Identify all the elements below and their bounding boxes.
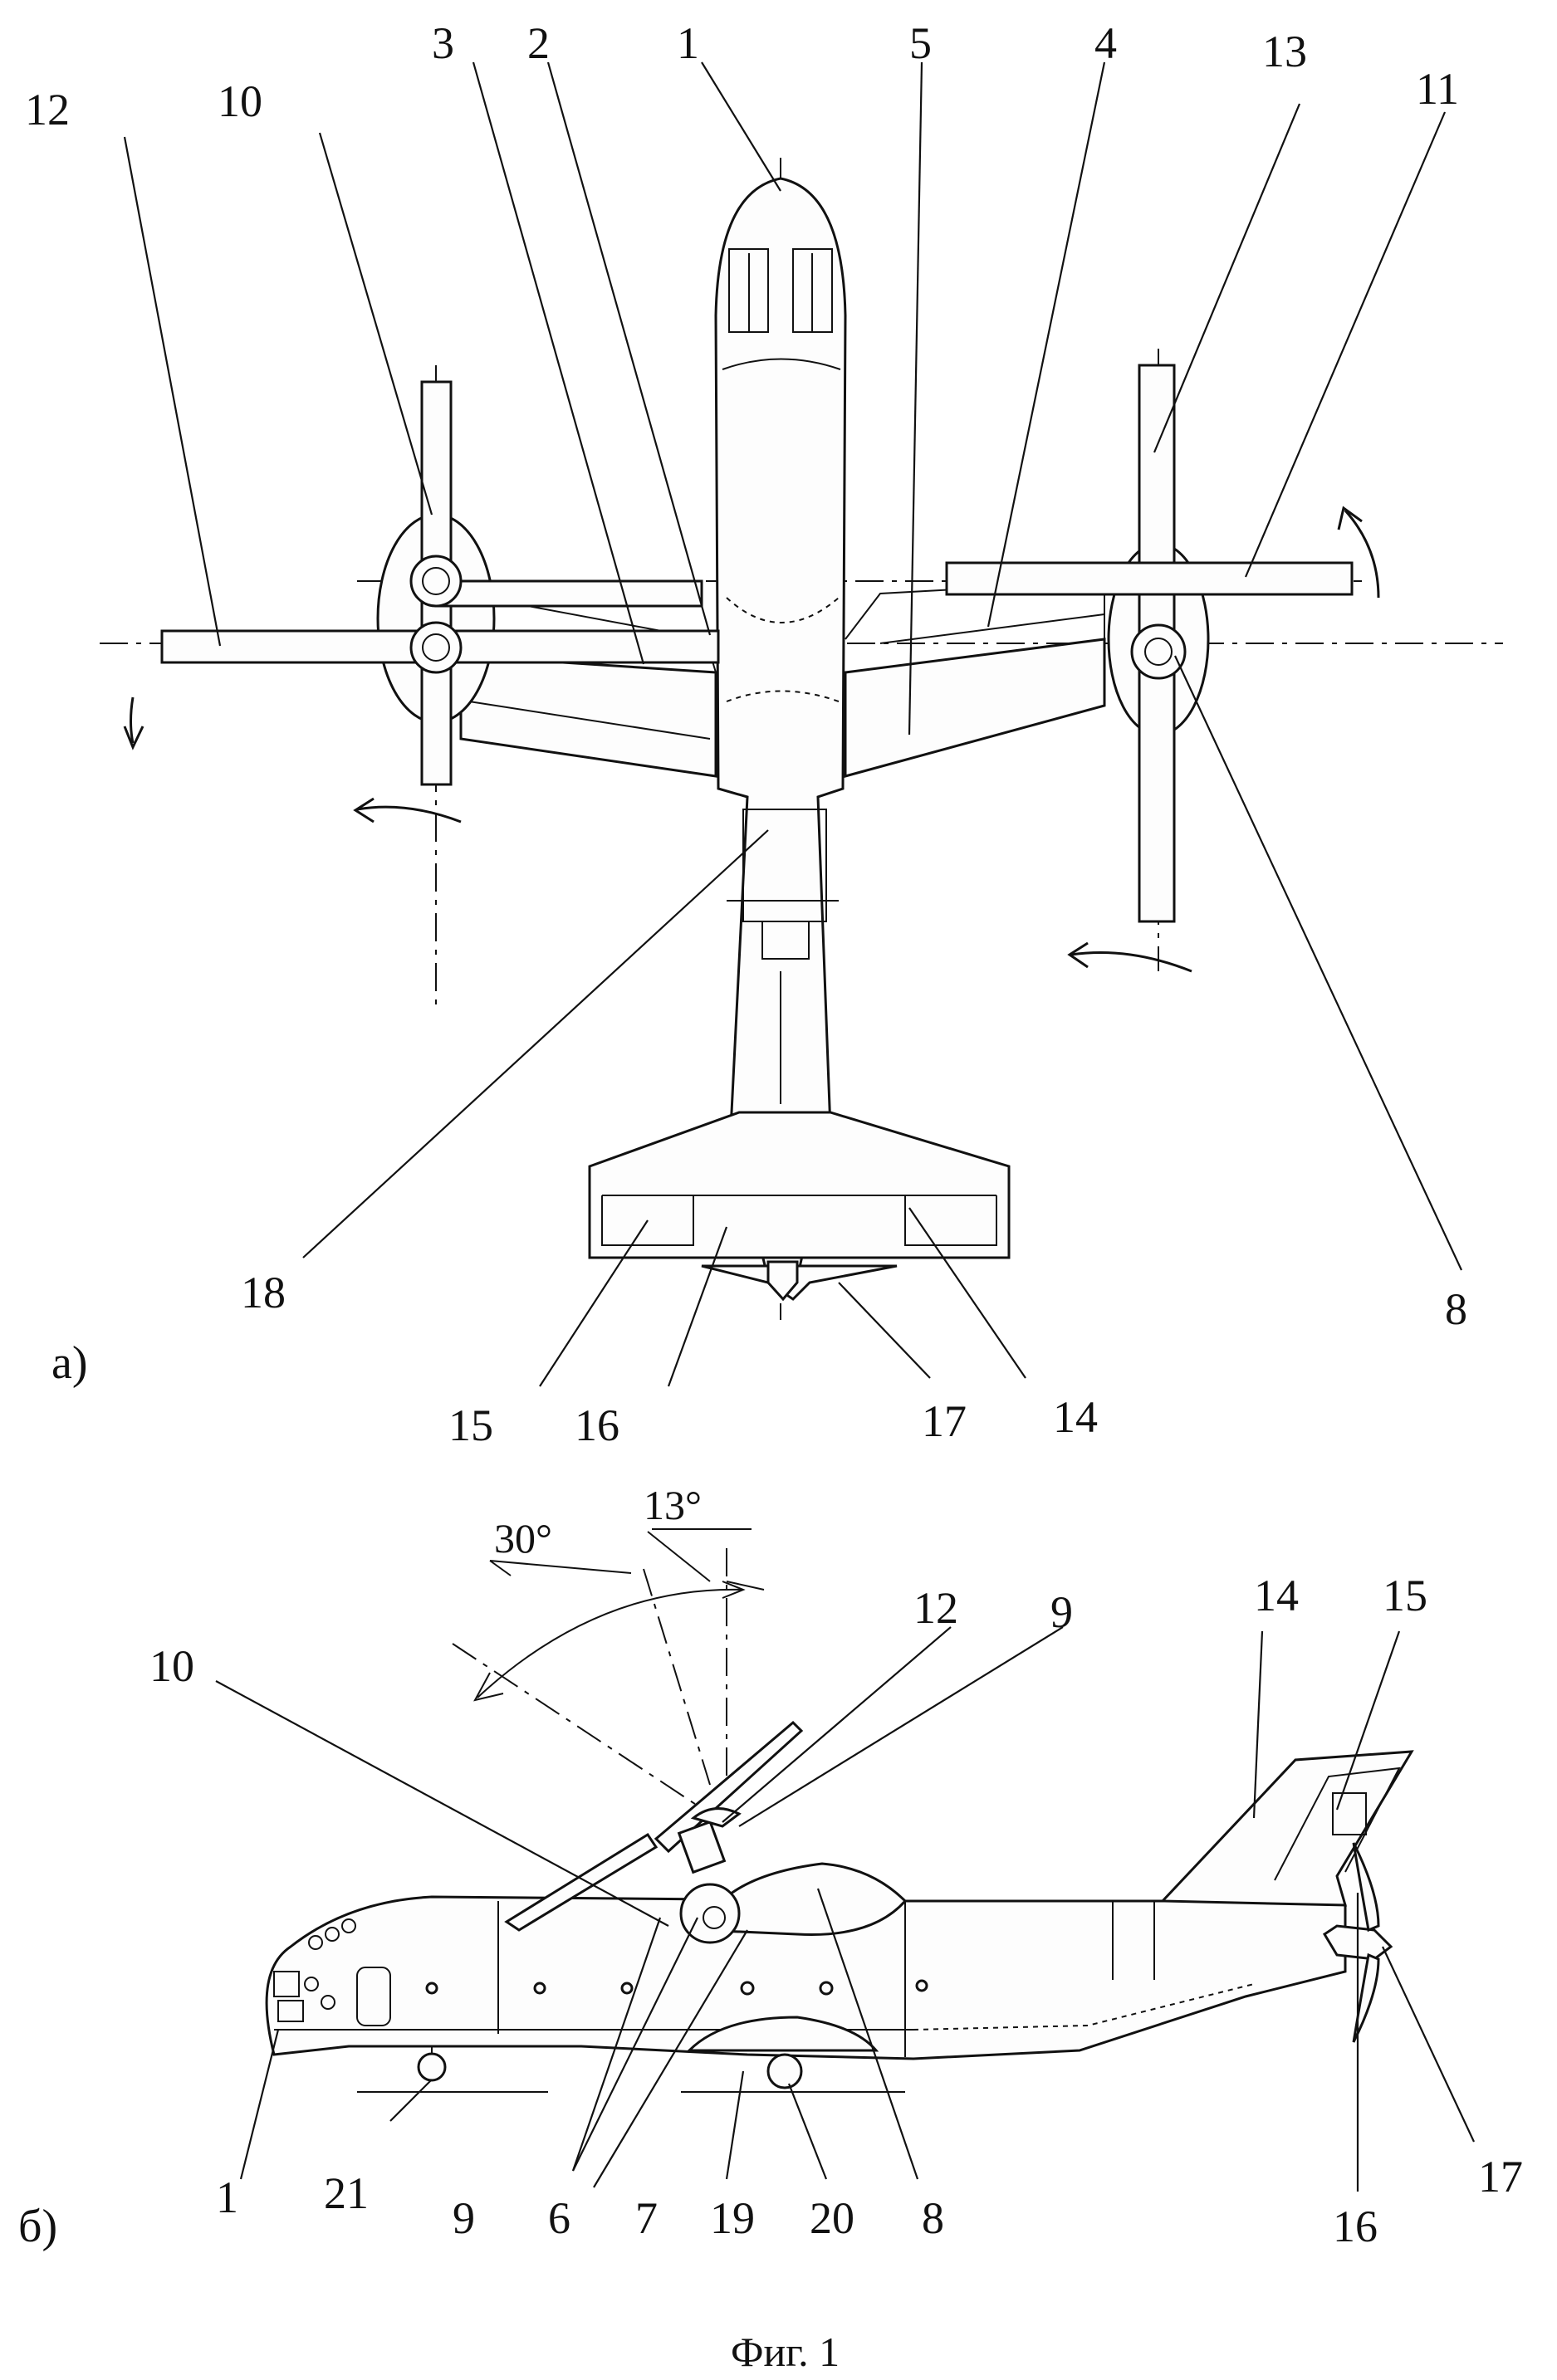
- right-rotor-blade-11: [945, 561, 1354, 596]
- rotor-hub: [679, 1883, 741, 1944]
- callout-b-14: 14: [1254, 1571, 1299, 1620]
- horizontal-stabilizer: [588, 1111, 1011, 1259]
- callout-4: 4: [1094, 18, 1117, 68]
- callout-2: 2: [527, 18, 550, 68]
- callout-3: 3: [432, 18, 454, 68]
- callout-b-17: 17: [1478, 2152, 1523, 2202]
- callout-b-9-upper: 9: [1050, 1587, 1073, 1637]
- callout-b-9-lower: 9: [453, 2193, 475, 2243]
- callout-b-10: 10: [149, 1641, 194, 1691]
- callout-b-1: 1: [216, 2172, 238, 2222]
- angle-13-label: 13°: [644, 1482, 702, 1528]
- callout-b-8: 8: [922, 2193, 944, 2243]
- left-wing: [459, 654, 717, 778]
- callout-b-16: 16: [1333, 2202, 1378, 2251]
- top-view-leaders: [123, 61, 1462, 1387]
- callout-17: 17: [922, 1396, 967, 1446]
- callout-8: 8: [1445, 1284, 1467, 1334]
- side-view-drawing: [265, 1528, 1414, 2093]
- callout-16: 16: [575, 1400, 619, 1450]
- callout-12: 12: [25, 85, 70, 134]
- callout-14: 14: [1053, 1392, 1098, 1442]
- vertical-fin: [1159, 1750, 1414, 1907]
- view-a-label: а): [51, 1337, 88, 1389]
- callout-10: 10: [218, 76, 262, 126]
- side-view-callouts: 1 6 7 8 9 9 10 12 14 15 16 17 19 20 21 3…: [18, 1482, 1523, 2252]
- callout-b-20: 20: [810, 2193, 854, 2243]
- callout-b-15: 15: [1383, 1571, 1427, 1620]
- callout-5: 5: [909, 18, 932, 68]
- cockpit-windows: [273, 1918, 356, 2022]
- nose-wheel: [417, 2052, 447, 2082]
- fuselage-top: [714, 177, 847, 1280]
- figure-caption: Фиг. 1: [731, 2329, 840, 2375]
- top-view-drawing: [100, 158, 1503, 1320]
- callout-13: 13: [1262, 27, 1307, 76]
- side-view-leaders: [215, 1626, 1475, 2192]
- right-wing: [844, 638, 1106, 778]
- main-wheel: [766, 2053, 803, 2089]
- callout-1: 1: [677, 18, 699, 68]
- view-b-label: б): [18, 2201, 57, 2252]
- callout-b-19: 19: [710, 2193, 755, 2243]
- callout-15: 15: [448, 1400, 493, 1450]
- callout-b-6: 6: [548, 2193, 570, 2243]
- tail-rotor-17: [701, 1264, 898, 1301]
- tail-rotor-blade: [1352, 1842, 1380, 1933]
- callout-b-7: 7: [635, 2193, 658, 2243]
- rotor-blade-12: [654, 1720, 804, 1854]
- callout-b-21: 21: [324, 2168, 369, 2218]
- top-view-callouts: 1 2 3 4 5 8 10 11 12 13 14 15 16 17 18 а…: [25, 18, 1467, 1450]
- engine-nacelle-side: [699, 1862, 908, 1936]
- fuselage-side: [265, 1895, 1347, 2060]
- angle-30-label: 30°: [494, 1515, 552, 1561]
- callout-18: 18: [241, 1268, 286, 1317]
- landing-gear-fairing: [686, 2016, 879, 2052]
- rotor-blade-10: [504, 1832, 659, 1932]
- callout-11: 11: [1416, 64, 1459, 114]
- callout-b-12: 12: [913, 1583, 958, 1633]
